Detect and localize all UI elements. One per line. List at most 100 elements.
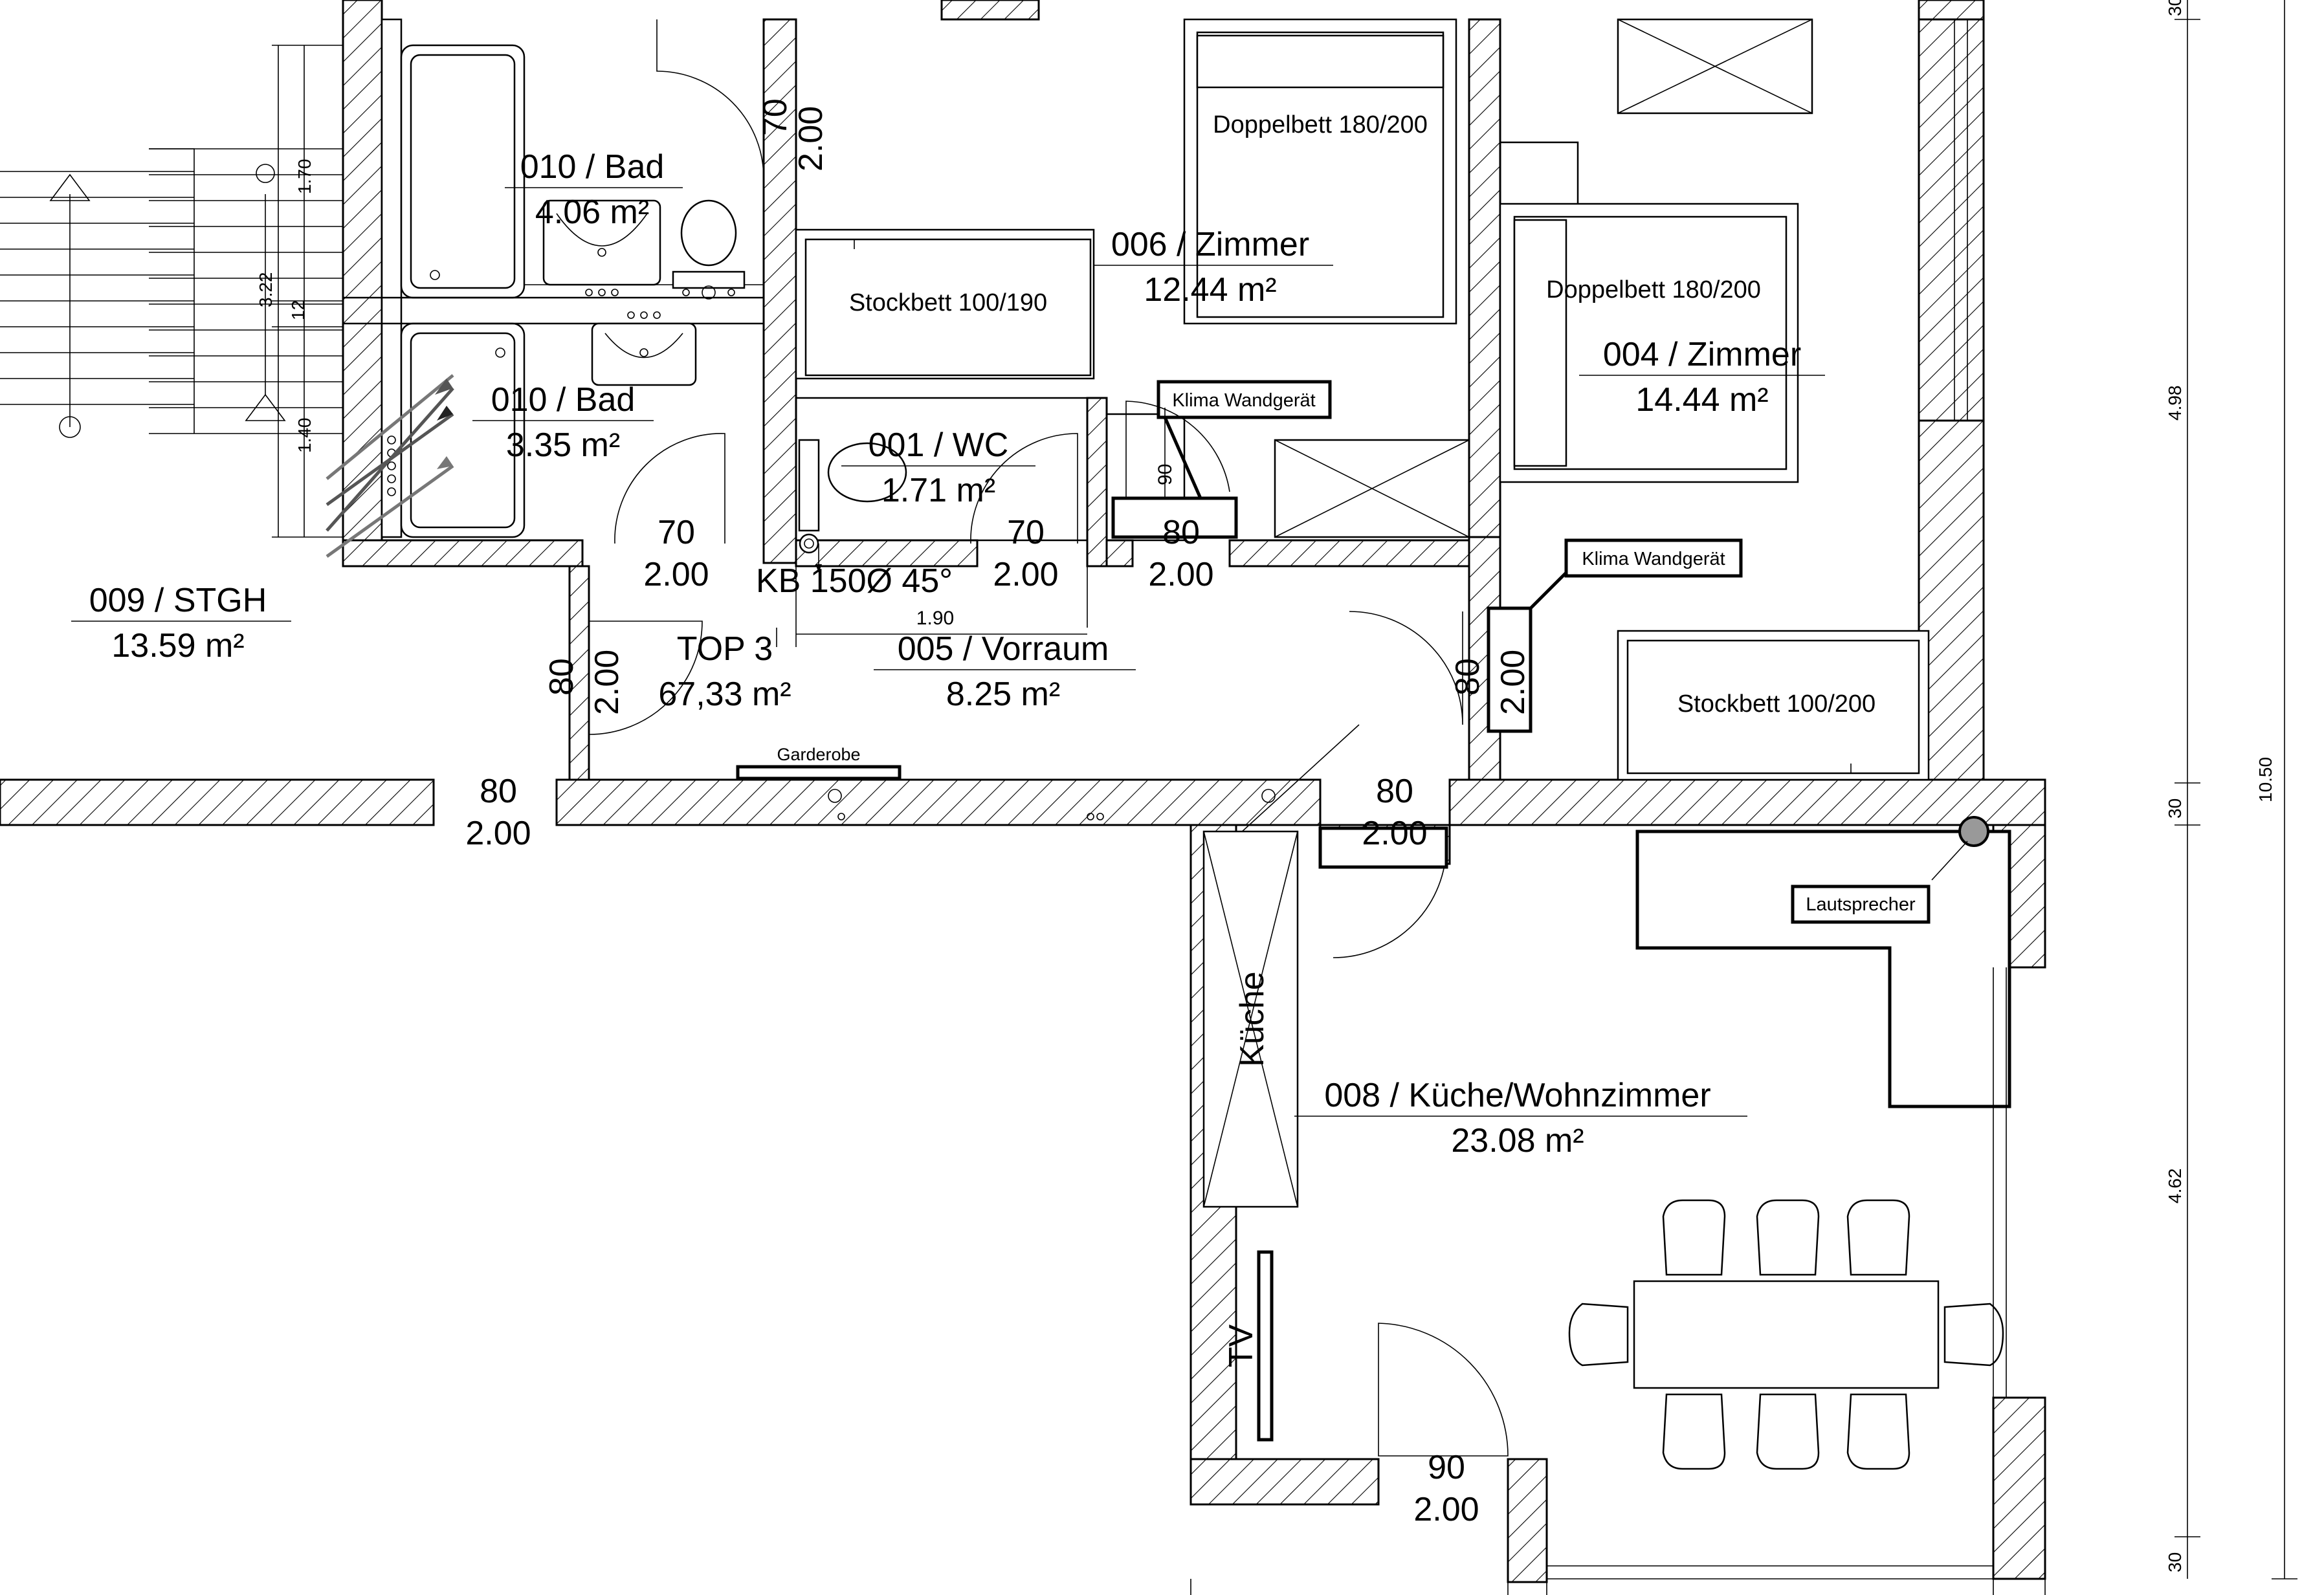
room-004-area: 14.44 m² xyxy=(1635,381,1768,419)
wall-wc-006 xyxy=(1086,397,1108,567)
room-stgh-name: 009 / STGH xyxy=(89,582,267,619)
klima-height-dim: 90 xyxy=(1155,464,1176,485)
door-labels: 70 2.00 70 2.00 70 2.00 80 2.00 80 2.00 … xyxy=(465,98,1532,1528)
door-wohn-h: 2.00 xyxy=(1362,815,1427,852)
door-wohn-w: 80 xyxy=(1376,773,1413,810)
door-stgh-w: 80 xyxy=(543,658,581,696)
wall-h-006b xyxy=(1228,539,1470,567)
label-doppelbett-2: Doppelbett 180/200 xyxy=(1546,276,1761,303)
dim-right-462: 4.62 xyxy=(2165,1169,2185,1204)
klima-1-box xyxy=(1156,380,1332,419)
room-labels: 010 / Bad 4.06 m² 010 / Bad 3.35 m² 009 … xyxy=(71,148,1825,1160)
kitchen-living-furniture xyxy=(1202,816,2011,1579)
door-wc-h: 2.00 xyxy=(993,556,1058,593)
garderobe-rail xyxy=(736,765,902,780)
door-balkon-h: 2.00 xyxy=(1413,1491,1479,1528)
wall-bottom-mid xyxy=(1507,1458,1548,1583)
chair-3 xyxy=(1846,1199,1910,1276)
dim-stair-322: 3.22 xyxy=(256,272,276,308)
wall-corridor-right xyxy=(1448,778,2046,826)
klima-2-unit xyxy=(1487,606,1533,733)
stockbett-1 xyxy=(804,238,1092,377)
wall-top-right xyxy=(1918,0,1985,21)
wc-room-outline xyxy=(795,397,1089,542)
wall-right-upper xyxy=(1918,18,1985,422)
dimension-ticks-bottom xyxy=(1190,1579,2046,1595)
room-stgh-area: 13.59 m² xyxy=(111,627,244,665)
lautsprecher-label-box xyxy=(1791,885,1931,924)
door-wc-w: 70 xyxy=(1007,514,1045,551)
chair-6 xyxy=(1846,1393,1910,1470)
dimension-chain-right: 30 4.98 30 10.50 4.62 30 xyxy=(2165,0,2297,1579)
wall-wohn-right-bottom xyxy=(1992,1396,2046,1580)
door-004-w: 80 xyxy=(1449,658,1487,696)
label-kueche: Küche xyxy=(1234,971,1271,1066)
dim-stair-170: 1.70 xyxy=(294,159,315,195)
label-stockbett-1: Stockbett 100/190 xyxy=(849,289,1047,316)
vent-pipe xyxy=(799,533,819,554)
dim-right-1050: 10.50 xyxy=(2255,757,2275,802)
stair-dimensions: 1.70 3.22 12 1.40 1.90 xyxy=(256,159,954,630)
door-wohn-header xyxy=(1318,826,1448,869)
vent-label: KB 150Ø 45° xyxy=(756,562,953,600)
wall-right-mid xyxy=(1918,419,1985,784)
room-006-name: 006 / Zimmer xyxy=(1111,226,1309,263)
chair-7 xyxy=(1568,1303,1629,1367)
label-garderobe: Garderobe xyxy=(777,745,860,764)
door-bad-lower-w: 70 xyxy=(658,514,695,551)
klima-1-unit xyxy=(1111,496,1238,539)
wc-room-fixtures xyxy=(795,397,1089,554)
washbasin-upper xyxy=(542,199,661,286)
label-stockbett-2: Stockbett 100/200 xyxy=(1677,690,1876,718)
door-006-h: 2.00 xyxy=(1148,556,1213,593)
wall-top-mid xyxy=(940,0,1040,21)
room-vorraum-area: 8.25 m² xyxy=(946,676,1060,713)
room-bad-upper-name: 010 / Bad xyxy=(520,148,665,186)
wall-h-bad xyxy=(342,539,584,567)
chair-5 xyxy=(1756,1393,1820,1470)
room-bad-lower-area: 3.35 m² xyxy=(506,426,620,464)
room-bad-lower-name: 010 / Bad xyxy=(491,381,636,419)
dim-right-30-mid: 30 xyxy=(2165,798,2185,819)
door-entry-w: 80 xyxy=(480,773,517,810)
dim-right-498: 4.98 xyxy=(2165,386,2185,421)
dim-stair-140: 1.40 xyxy=(294,418,315,454)
label-lautsprecher: Lautsprecher xyxy=(1806,894,1916,915)
wall-bottom-left xyxy=(1190,1458,1380,1506)
label-klima-2: Klima Wandgerät xyxy=(1582,549,1725,569)
room-bad-upper-area: 4.06 m² xyxy=(535,193,649,231)
room-004-name: 004 / Zimmer xyxy=(1603,336,1801,373)
lautsprecher-icon xyxy=(1958,816,1989,847)
room-kueche-name: 008 / Küche/Wohnzimmer xyxy=(1324,1077,1710,1114)
door-bad-lower-h: 2.00 xyxy=(643,556,709,593)
stockbett-2 xyxy=(1626,639,1920,775)
chair-8 xyxy=(1943,1303,2004,1367)
door-balkon-w: 90 xyxy=(1428,1449,1465,1486)
washbasin-lower xyxy=(591,322,697,386)
tv-unit xyxy=(1257,1250,1274,1442)
wardrobe-006 xyxy=(1274,439,1470,538)
room-004-furniture xyxy=(1487,18,1968,781)
door-006-w: 80 xyxy=(1162,514,1200,551)
dim-stair-12: 12 xyxy=(288,300,308,320)
door-bad-top-w: 70 xyxy=(757,98,794,136)
bathroom-fixtures xyxy=(326,18,765,558)
door-bad-top-h: 2.00 xyxy=(792,106,830,171)
chair-4 xyxy=(1662,1393,1726,1470)
staircase xyxy=(0,45,343,538)
wall-corridor-mid xyxy=(555,778,1322,826)
wc-upper-tank xyxy=(672,270,746,289)
room-kueche-area: 23.08 m² xyxy=(1451,1122,1584,1160)
wall-h-wc xyxy=(795,539,979,567)
wardrobe-004 xyxy=(1617,18,1813,115)
dining-table xyxy=(1633,1280,1940,1389)
sofa xyxy=(1635,830,2011,1108)
door-stgh-h: 2.00 xyxy=(588,650,626,715)
dim-vorraum-width: 1.90 xyxy=(916,608,954,629)
dim-right-30-bottom: 30 xyxy=(2165,1552,2185,1572)
label-doppelbett-1: Doppelbett 180/200 xyxy=(1213,111,1428,138)
wall-corridor-left xyxy=(0,778,435,826)
dim-right-30-top: 30 xyxy=(2165,0,2185,16)
wc-bowl xyxy=(827,442,907,503)
room-wc-name: 001 / WC xyxy=(869,426,1009,464)
